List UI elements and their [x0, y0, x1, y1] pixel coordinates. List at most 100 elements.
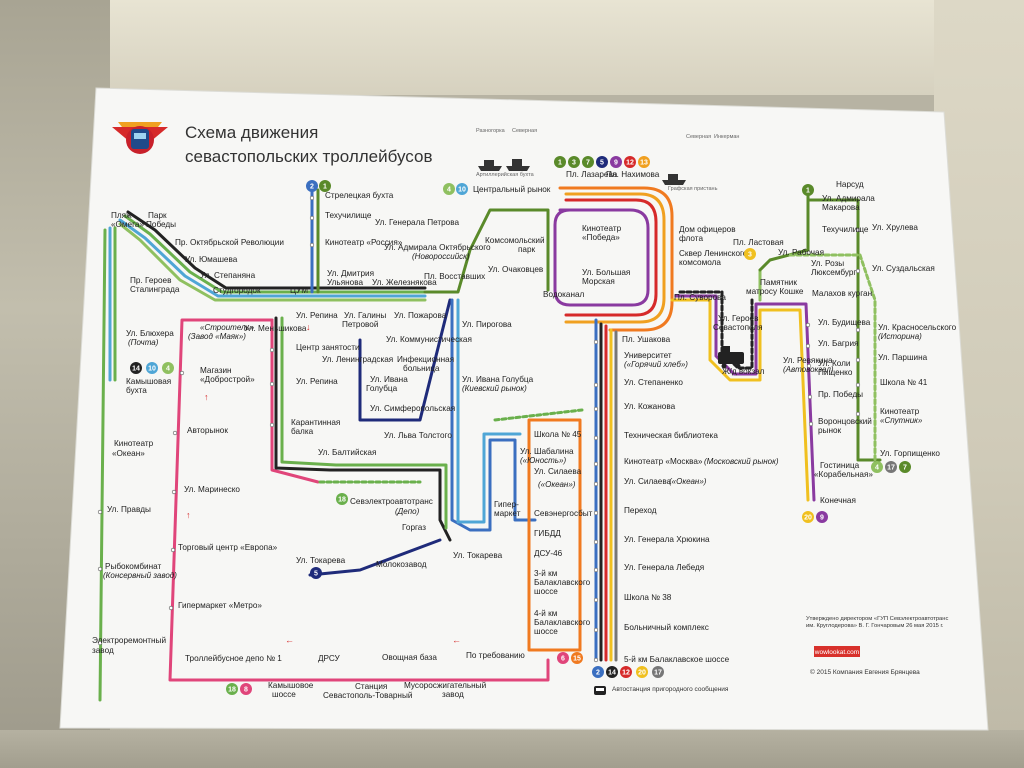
stop-label: ЦУМ	[290, 286, 308, 295]
table-surface-bottom	[0, 730, 1024, 768]
stop-label: Люксембург	[811, 268, 856, 277]
map-title-line1: Схема движения	[185, 123, 318, 142]
paper-sheet	[59, 87, 989, 731]
stop-label: Макарова	[822, 203, 860, 212]
copyright: © 2015 Компания Евгения Брянцева	[810, 668, 920, 676]
route-badge-18: 18	[336, 493, 348, 505]
stop-label: Центральный рынок	[473, 185, 551, 194]
stop-label: Ул. Красносельского	[878, 323, 957, 332]
stop-label: комсомола	[679, 258, 721, 267]
route-badge-9: 9	[610, 156, 622, 168]
stop-label: «Спутник»	[880, 416, 923, 425]
stop-label: больница	[403, 364, 440, 373]
stop-label-lazareva: Пл. Лазарева	[566, 170, 618, 179]
stop-label: Ул. Балтийская	[318, 448, 376, 457]
website-badge[interactable]	[814, 646, 860, 657]
table-surface-top	[0, 0, 1024, 95]
stop-label: Малахов курган	[812, 289, 872, 298]
svg-text:15: 15	[573, 656, 581, 663]
stop-marker	[593, 461, 599, 467]
route-badge-5: 5	[596, 156, 608, 168]
route-badge-20: 20	[802, 511, 814, 523]
stop-marker	[269, 347, 275, 353]
stop-label: Ул. Генерала Хрюкина	[624, 535, 710, 544]
svg-text:13: 13	[640, 160, 648, 167]
route-badge-5: 5	[310, 567, 322, 579]
svg-text:14: 14	[132, 366, 140, 373]
stop-label: Морская	[582, 277, 615, 286]
svg-text:20: 20	[638, 670, 646, 677]
stop-marker	[807, 394, 813, 400]
stop-label: Севастополя	[713, 323, 763, 332]
route-badge-13: 13	[638, 156, 650, 168]
svg-text:↑: ↑	[204, 392, 209, 402]
tiny-label: Разногорка	[476, 128, 506, 134]
stop-marker	[593, 510, 599, 516]
train-icon	[718, 346, 744, 369]
stop-label: завод	[442, 690, 464, 699]
stop-label: Камышовая	[126, 377, 171, 386]
stop-marker	[855, 411, 861, 417]
stop-label: Ул. Кожанова	[624, 402, 676, 411]
stop-label: Севэнергосбыт	[534, 509, 593, 518]
stop-label: Ул. Маринеско	[184, 485, 240, 494]
stop-label: («Горячий хлеб»)	[624, 360, 688, 369]
stop-label: (Московский рынок)	[704, 457, 779, 466]
stop-label: «Корабельная»	[814, 470, 873, 479]
stop-label: Дом офицеров	[679, 225, 736, 234]
stop-label: Молокозавод	[376, 560, 427, 569]
stop-marker	[593, 406, 599, 412]
stop-label: Ул. Пирогова	[462, 320, 512, 329]
stop-marker	[171, 489, 177, 495]
stop-label: Центр занятости	[296, 343, 360, 352]
stop-label: завод	[92, 646, 114, 655]
svg-text:14: 14	[608, 670, 616, 677]
stop-label: Инфекционная	[397, 355, 454, 364]
stop-label: Ул. Адмирала	[822, 194, 875, 203]
stop-label: Ул. Будищева	[818, 318, 871, 327]
stop-label: Кинотеатр	[880, 407, 920, 416]
stop-marker	[97, 640, 103, 646]
stop-label: Ул. Меньшикова	[244, 324, 307, 333]
route-badge-15: 15	[571, 652, 583, 664]
route-badge-10: 10	[456, 183, 468, 195]
stop-label: Мусоросжигательный	[404, 681, 486, 690]
stop-label: («Юность»)	[520, 456, 566, 465]
route-badge-3: 3	[744, 248, 756, 260]
stop-label: (Киевский рынок)	[462, 384, 527, 393]
stop-label: Ул. Ивана	[370, 375, 408, 384]
stop-marker	[309, 195, 315, 201]
stop-label: Балаклавского	[534, 618, 591, 627]
svg-text:8: 8	[244, 687, 248, 694]
stop-label: (Почта)	[128, 338, 159, 347]
stop-marker	[97, 566, 103, 572]
stop-label: рынок	[818, 426, 842, 435]
svg-text:12: 12	[622, 670, 630, 677]
svg-text:4: 4	[875, 465, 879, 472]
svg-text:1: 1	[323, 184, 327, 191]
route-badge-7: 7	[899, 461, 911, 473]
stop-marker	[593, 339, 599, 345]
stop-label: Ул. Генерала Лебедя	[624, 563, 704, 572]
stop-label: Ул. Репина	[296, 377, 338, 386]
stop-label: Ул. Героев	[718, 314, 758, 323]
stop-label: Ж/д вокзал	[722, 367, 765, 376]
svg-text:1: 1	[806, 188, 810, 195]
stop-label: Ул. Галины	[344, 311, 386, 320]
route-badge-2: 2	[592, 666, 604, 678]
stop-label: «Строитель»	[200, 323, 255, 332]
route-badge-8: 8	[240, 683, 252, 695]
stop-label: Ул. Льва Толстого	[384, 431, 452, 440]
route-badge-10: 10	[146, 362, 158, 374]
route-badge-3: 3	[568, 156, 580, 168]
website-link[interactable]: wowlookat.com	[814, 649, 859, 656]
stop-label: бухта	[126, 386, 147, 395]
stop-label: матросу Кошке	[746, 287, 804, 296]
stop-label: флота	[679, 234, 703, 243]
map-title-line2: севастопольских троллейбусов	[185, 147, 432, 166]
stop-label: («Океан»)	[669, 477, 707, 486]
route-badge-14: 14	[606, 666, 618, 678]
stop-marker	[168, 605, 174, 611]
route-badge-4: 4	[443, 183, 455, 195]
svg-text:4: 4	[166, 366, 170, 373]
